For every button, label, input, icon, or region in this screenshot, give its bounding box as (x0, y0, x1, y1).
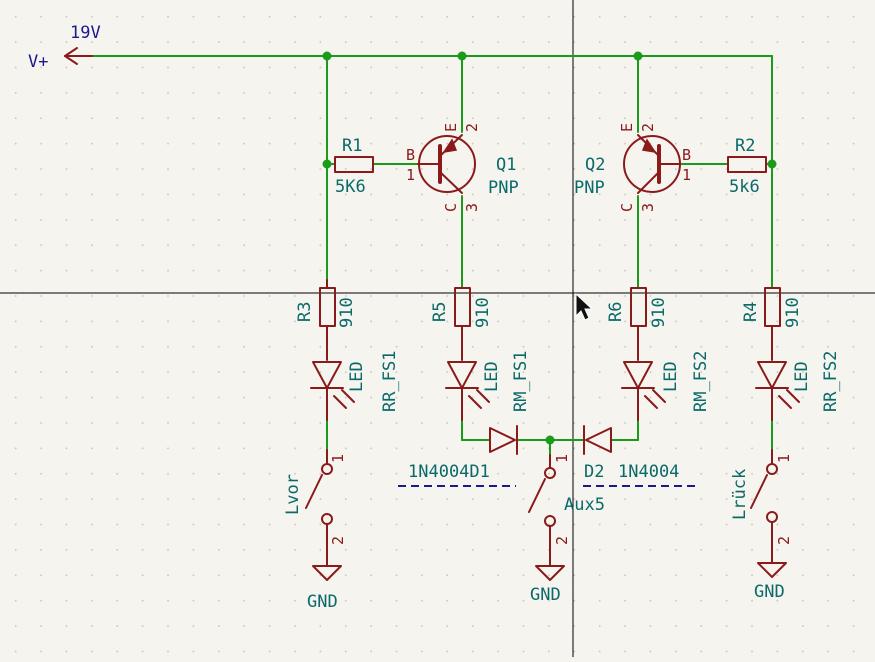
resistor-r3[interactable]: R3 910 (295, 279, 357, 361)
q2-ref: Q2 (585, 155, 605, 175)
q1-pin-b: B (406, 146, 415, 164)
r6-value: 910 (649, 297, 669, 328)
led-rr-fs2-ref: LED (792, 361, 812, 392)
resistor-r1[interactable]: R1 5K6 (334, 136, 374, 197)
led-rr-fs2-value: RR_FS2 (821, 351, 841, 412)
q2-value: PNP (574, 178, 605, 198)
r1-ref: R1 (342, 136, 362, 156)
wires (91, 55, 773, 456)
resistor-r6[interactable]: R6 910 (606, 287, 669, 361)
q1-num-c: 3 (463, 203, 481, 212)
r2-value: 5k6 (729, 177, 760, 197)
lrueck-pin2: 2 (775, 536, 793, 545)
led-rr-fs1-value: RR_FS1 (380, 351, 400, 412)
switch-lrueck[interactable]: 1 2 Lrück (730, 449, 793, 563)
voltage-label: 19V (70, 23, 101, 43)
diode-d2[interactable]: D2 1N4004 (583, 425, 696, 487)
r4-ref: R4 (741, 302, 761, 322)
q1-ref: Q1 (496, 155, 516, 175)
d2-ref: D2 (584, 462, 604, 482)
lrueck-label: Lrück (730, 469, 750, 520)
lvor-label: Lvor (283, 474, 303, 515)
resistor-r4[interactable]: R4 910 (741, 287, 803, 361)
r3-ref: R3 (295, 302, 315, 322)
r6-ref: R6 (606, 302, 626, 322)
gnd-label-3: GND (754, 582, 785, 602)
aux5-pin2: 2 (553, 536, 571, 545)
aux5-pin1: 1 (553, 454, 571, 463)
q1-num-b: 1 (406, 166, 415, 184)
r3-value: 910 (337, 297, 357, 328)
q2-pin-c: C (618, 203, 636, 212)
led-rr-fs2[interactable]: LED RR_FS2 (755, 351, 841, 421)
resistor-r2[interactable]: R2 5k6 (727, 136, 767, 197)
q2-num-b: 1 (682, 166, 691, 184)
switch-lvor[interactable]: 1 2 Lvor (283, 449, 347, 566)
d2-value: 1N4004 (618, 462, 679, 482)
r2-ref: R2 (735, 136, 755, 156)
q2-pin-e: E (618, 123, 636, 132)
led-rm-fs2[interactable]: LED RM_FS2 (621, 351, 711, 421)
junctions (322, 51, 777, 445)
resistor-r5[interactable]: R5 910 (430, 287, 493, 361)
diode-d1[interactable]: 1N4004D1 (398, 425, 518, 487)
q2-num-e: 2 (639, 123, 657, 132)
led-rm-fs1[interactable]: LED RM_FS1 (445, 351, 531, 421)
gnd-symbol-2[interactable]: GND (530, 565, 565, 605)
q2-pin-b: B (682, 146, 691, 164)
q1-num-e: 2 (463, 123, 481, 132)
r5-value: 910 (473, 297, 493, 328)
r1-value: 5K6 (335, 177, 366, 197)
q2-num-c: 3 (639, 203, 657, 212)
r4-value: 910 (783, 297, 803, 328)
lvor-pin1: 1 (329, 454, 347, 463)
led-rm-fs1-ref: LED (482, 361, 502, 392)
led-rr-fs1-ref: LED (347, 361, 367, 392)
d1-label: 1N4004D1 (408, 462, 490, 482)
gnd-symbol-1[interactable]: GND (307, 565, 342, 612)
q1-pin-c: C (442, 203, 460, 212)
transistor-q2[interactable]: B 1 E 2 C 3 Q2 PNP (574, 123, 691, 212)
switch-aux5[interactable]: 1 2 Aux5 (528, 454, 605, 566)
lvor-pin2: 2 (329, 536, 347, 545)
power-vplus-symbol[interactable]: V+ 19V (28, 23, 101, 72)
led-rm-fs2-value: RM_FS2 (691, 351, 711, 412)
lrueck-pin1: 1 (775, 454, 793, 463)
vplus-label: V+ (28, 52, 48, 72)
q1-value: PNP (488, 178, 519, 198)
gnd-label-1: GND (307, 592, 338, 612)
led-rm-fs2-ref: LED (661, 361, 681, 392)
gnd-label-2: GND (530, 585, 561, 605)
q1-pin-e: E (442, 123, 460, 132)
mouse-pointer-icon (575, 292, 594, 321)
aux5-label: Aux5 (564, 495, 605, 515)
r5-ref: R5 (430, 302, 450, 322)
led-rm-fs1-value: RM_FS1 (511, 351, 531, 412)
gnd-symbol-3[interactable]: GND (754, 562, 787, 602)
transistor-q1[interactable]: B 1 E 2 C 3 Q1 PNP (406, 123, 519, 212)
led-rr-fs1[interactable]: LED RR_FS1 (310, 351, 400, 421)
